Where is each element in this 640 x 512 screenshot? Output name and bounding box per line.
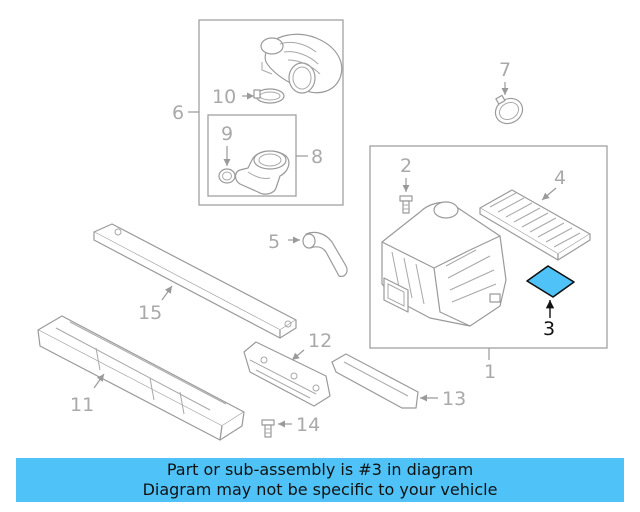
seal-9-drawing (218, 146, 236, 184)
air-cleaner-group-box (369, 145, 608, 360)
bolt-2-drawing (399, 178, 413, 214)
duct-8-drawing (234, 150, 290, 195)
deflector-15-drawing (93, 223, 297, 339)
callout-3: 3 (543, 318, 555, 340)
callout-13: 13 (442, 388, 466, 410)
callout-6: 6 (172, 102, 184, 124)
callout-5: 5 (268, 231, 280, 253)
callout-2: 2 (400, 155, 412, 177)
gasket-3-drawing (526, 265, 575, 318)
bolt-14-drawing (261, 419, 292, 438)
callout-12: 12 (308, 330, 332, 352)
info-banner: Part or sub-assembly is #3 in diagram Di… (16, 458, 624, 502)
air-cleaner-housing-drawing (381, 201, 507, 327)
banner-line-1: Part or sub-assembly is #3 in diagram (166, 460, 474, 479)
callout-9: 9 (221, 123, 233, 145)
clamp-7-drawing (494, 82, 524, 125)
hose-5-drawing (288, 231, 348, 277)
callout-7: 7 (499, 59, 511, 81)
intake-hose-drawing (260, 33, 343, 94)
resonator-12-drawing (243, 341, 331, 407)
callout-11: 11 (70, 394, 94, 416)
filter-element-4-drawing (479, 187, 591, 261)
banner-line-2: Diagram may not be specific to your vehi… (142, 480, 498, 499)
clamp-10-drawing (242, 88, 285, 104)
callout-4: 4 (554, 167, 566, 189)
air-duct-13-drawing (331, 353, 438, 409)
intake-duct-11-drawing (37, 315, 245, 441)
callout-14: 14 (296, 414, 320, 436)
callout-8: 8 (311, 146, 323, 168)
callout-10: 10 (212, 86, 236, 108)
intake-duct-group-box (188, 19, 344, 206)
callout-15: 15 (138, 302, 162, 324)
callout-1: 1 (484, 361, 496, 383)
